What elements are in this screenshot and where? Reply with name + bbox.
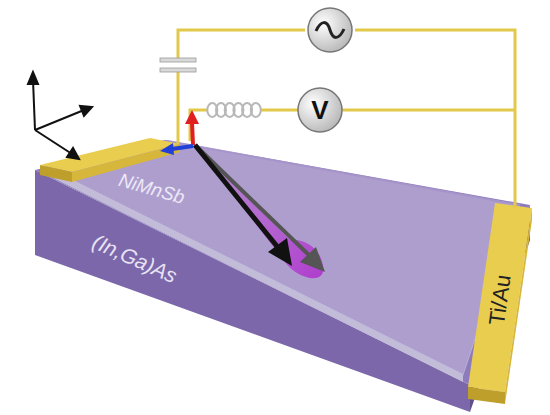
magnetization-arrow-2 [195, 145, 312, 258]
inductor-coil [207, 103, 260, 117]
contact-pad-right [468, 203, 532, 392]
ac-symbol [316, 23, 344, 38]
arrow-head [160, 143, 174, 155]
arrow-head [300, 247, 325, 272]
magnetization-arrow [195, 145, 280, 250]
field-arrow-up [192, 122, 193, 145]
arrow-head [268, 238, 292, 266]
voltmeter [298, 88, 342, 132]
coordinate-axes [28, 72, 92, 159]
nimnsb-layer [45, 140, 520, 374]
capacitor-plate [160, 68, 196, 72]
ac-source [308, 8, 352, 52]
contact-pad-right-front [468, 387, 505, 404]
arrow-head [185, 110, 199, 124]
field-arrow-side [172, 146, 193, 149]
capacitor-plate [160, 58, 196, 62]
voltmeter-label: V [311, 97, 328, 123]
contact-pad-left-side [40, 165, 72, 182]
substrate-top-face [35, 140, 530, 385]
